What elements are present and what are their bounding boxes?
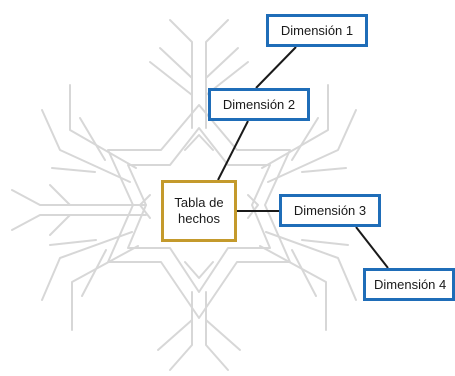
dimension-3-label: Dimensión 3 [293, 202, 367, 218]
fact-table-label-line2: hechos [178, 211, 220, 226]
connector-dim3-dim4 [355, 226, 389, 269]
fact-table-box: Tabla de hechos [161, 180, 237, 242]
dimension-4-box: Dimensión 4 [363, 268, 455, 301]
dimension-4-label: Dimensión 4 [374, 276, 447, 292]
connector-dim2-dim1 [255, 46, 297, 89]
dimension-1-label: Dimensión 1 [280, 22, 354, 38]
dimension-2-label: Dimensión 2 [222, 96, 296, 112]
connector-fact-dim2 [217, 120, 249, 181]
dimension-1-box: Dimensión 1 [266, 14, 368, 47]
snowflake-background-icon [11, 19, 357, 371]
fact-table-label-line1: Tabla de [174, 195, 224, 210]
dimension-3-box: Dimensión 3 [279, 194, 381, 227]
dimension-2-box: Dimensión 2 [208, 88, 310, 121]
